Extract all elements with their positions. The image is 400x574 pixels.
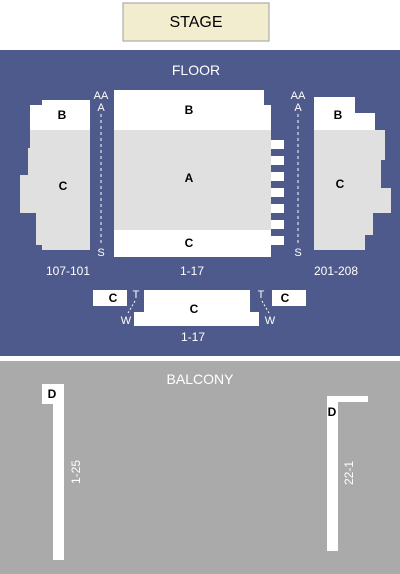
center-seats-label: 1-17 <box>180 264 204 278</box>
balcony-left-row-label: D <box>48 387 57 401</box>
rear-right-w-label: W <box>265 315 276 327</box>
left-section-b[interactable] <box>30 100 90 130</box>
stage-box <box>122 2 270 42</box>
balcony-right-seats-label: 22-1 <box>342 461 356 485</box>
right-aisle-a-label: A <box>294 102 302 114</box>
right-seats-label: 201-208 <box>314 264 358 278</box>
center-row-b-label: B <box>185 103 194 117</box>
rear-left-t-label: T <box>133 289 140 301</box>
rear-right-t-label: T <box>258 289 265 301</box>
left-aisle-s-label: S <box>97 247 104 259</box>
center-notch-1 <box>271 140 284 149</box>
right-aisle-s-label: S <box>294 247 301 259</box>
left-row-c-label: C <box>59 179 68 193</box>
right-section-b[interactable] <box>314 97 375 130</box>
balcony-left-section[interactable] <box>42 384 64 560</box>
center-notch-3 <box>271 172 284 181</box>
left-row-b-label: B <box>58 108 67 122</box>
rear-left-box-label: C <box>109 291 118 305</box>
balcony-label: BALCONY <box>167 371 235 387</box>
rear-center-block[interactable] <box>134 290 259 326</box>
center-notch-5 <box>271 204 284 213</box>
rear-right-box-label: C <box>281 291 290 305</box>
rear-left-w-label: W <box>121 315 132 327</box>
left-aisle-aa-label: AA <box>94 90 109 102</box>
center-notch-7 <box>271 236 284 245</box>
balcony-left-seats-label: 1-25 <box>69 460 83 484</box>
left-seats-label: 107-101 <box>46 264 90 278</box>
center-notch-6 <box>271 220 284 229</box>
left-aisle-a-label: A <box>97 102 105 114</box>
balcony-right-row-label: D <box>328 405 337 419</box>
rear-left-box[interactable] <box>93 290 127 306</box>
center-notch-4 <box>271 188 284 197</box>
center-row-c-label: C <box>185 236 194 250</box>
right-row-c-label: C <box>336 177 345 191</box>
center-section-b[interactable] <box>114 90 271 130</box>
balcony-right-section[interactable] <box>327 396 368 551</box>
rear-right-box[interactable] <box>272 290 306 306</box>
stage-label: STAGE <box>169 14 222 31</box>
center-section-a[interactable] <box>114 130 271 230</box>
center-notch-2 <box>271 156 284 165</box>
floor-label: FLOOR <box>172 62 220 78</box>
right-aisle-aa-label: AA <box>291 90 306 102</box>
center-section-c[interactable] <box>114 230 271 257</box>
right-row-b-label: B <box>334 108 343 122</box>
right-section-c[interactable] <box>314 97 391 250</box>
rear-seats-label: 1-17 <box>181 330 205 344</box>
rear-center-label: C <box>190 302 199 316</box>
left-section-c[interactable] <box>20 100 90 250</box>
center-row-a-label: A <box>185 171 194 185</box>
